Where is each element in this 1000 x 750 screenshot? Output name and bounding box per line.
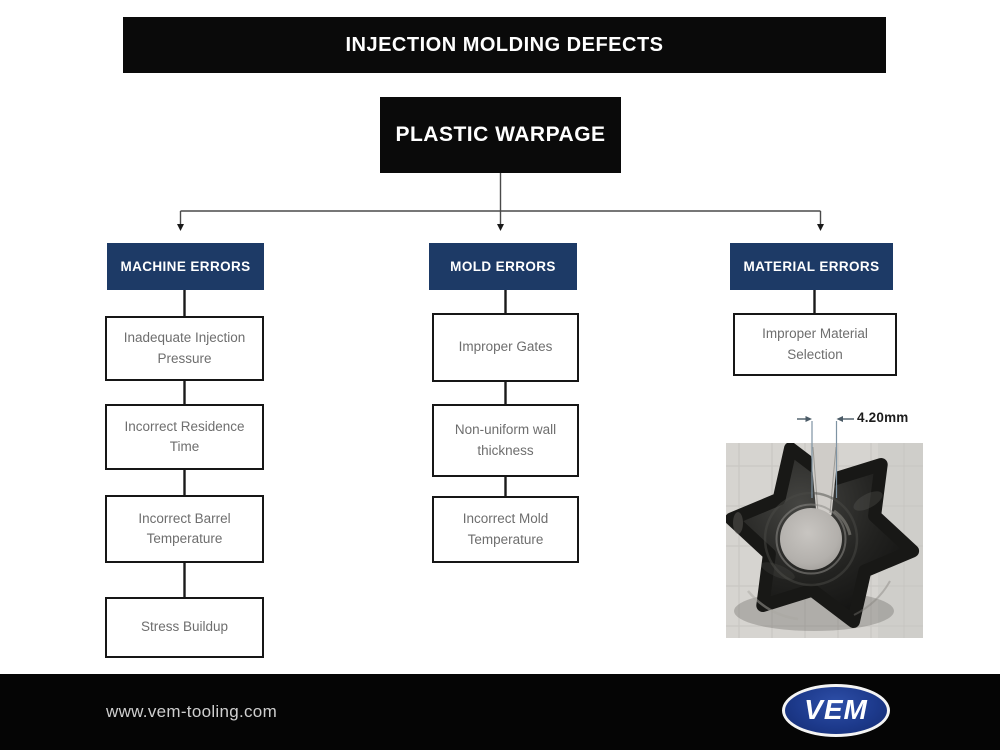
vem-logo-text: VEM	[804, 693, 868, 725]
cause-box-stress-buildup: Stress Buildup	[105, 597, 264, 658]
left-arrowhead-icon	[836, 416, 843, 422]
cause-box-improper-gates: Improper Gates	[432, 313, 579, 382]
page-title: INJECTION MOLDING DEFECTS	[123, 17, 886, 73]
cause-box-incorrect-residence-time: Incorrect Residence Time	[105, 404, 264, 470]
branch-header-machine-errors: MACHINE ERRORS	[107, 243, 264, 290]
branch-header-mold-errors: MOLD ERRORS	[429, 243, 577, 290]
cause-box-non-uniform-wall-thickness: Non-uniform wall thickness	[432, 404, 579, 477]
website-link[interactable]: www.vem-tooling.com	[106, 702, 278, 721]
gap-measurement-label: 4.20mm	[857, 410, 909, 425]
vem-logo: VEM	[782, 684, 890, 737]
cause-box-incorrect-barrel-temperature: Incorrect Barrel Temperature	[105, 495, 264, 563]
warped-knob-photo	[726, 443, 923, 638]
tree-connector	[179, 173, 822, 226]
root-node-plastic-warpage: PLASTIC WARPAGE	[380, 97, 621, 173]
cause-box-incorrect-mold-temperature: Incorrect Mold Temperature	[432, 496, 579, 563]
right-arrowhead-icon	[805, 416, 812, 422]
cause-box-inadequate-injection-pressure: Inadequate Injection Pressure	[105, 316, 264, 381]
branch-header-material-errors: MATERIAL ERRORS	[730, 243, 893, 290]
down-arrowhead-icons	[177, 224, 824, 231]
cause-box-improper-material-selection: Improper Material Selection	[733, 313, 897, 376]
footer-bar: www.vem-tooling.com VEM	[0, 674, 1000, 750]
